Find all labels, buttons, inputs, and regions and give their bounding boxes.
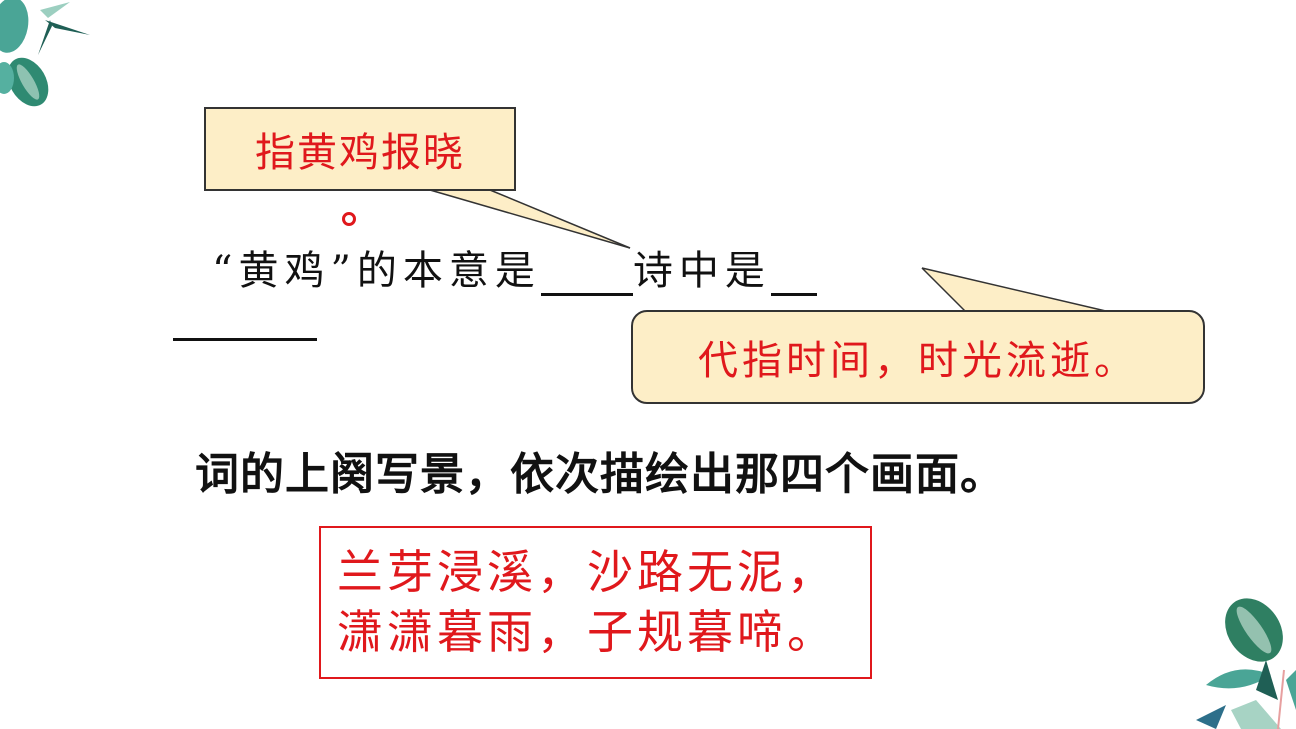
statement-text: 词的上阕写景，依次描绘出那四个画面。 <box>195 449 1005 500</box>
callout-2-text: 代指时间，时光流逝。 <box>698 338 1138 384</box>
answer-box: 兰芽浸溪，沙路无泥， 潇潇暮雨，子规暮啼。 <box>319 526 872 679</box>
callout-answer-literal: 指黄鸡报晓 <box>204 107 516 191</box>
callout-answer-figurative: 代指时间，时光流逝。 <box>631 310 1205 404</box>
blank-2a <box>770 253 817 296</box>
answer-line-1: 兰芽浸溪，沙路无泥， <box>337 545 837 599</box>
leaf-decoration-bottom-right-icon <box>1196 598 1296 729</box>
callout-1-text: 指黄鸡报晓 <box>255 130 465 176</box>
question-part1: “黄鸡”的本意是 <box>212 248 541 294</box>
question-part2: 诗中是 <box>632 248 771 294</box>
answer-line-2: 潇潇暮雨，子规暮啼。 <box>337 605 837 659</box>
callout-2-pointer <box>921 267 1111 313</box>
question-line: “黄鸡”的本意是 诗中是 <box>212 238 817 296</box>
blank-1 <box>540 253 633 296</box>
emphasis-dot-icon <box>342 212 356 226</box>
leaf-decoration-top-left-icon <box>0 0 90 107</box>
callout-1-pointer <box>429 189 631 249</box>
blank-2b <box>173 338 317 341</box>
